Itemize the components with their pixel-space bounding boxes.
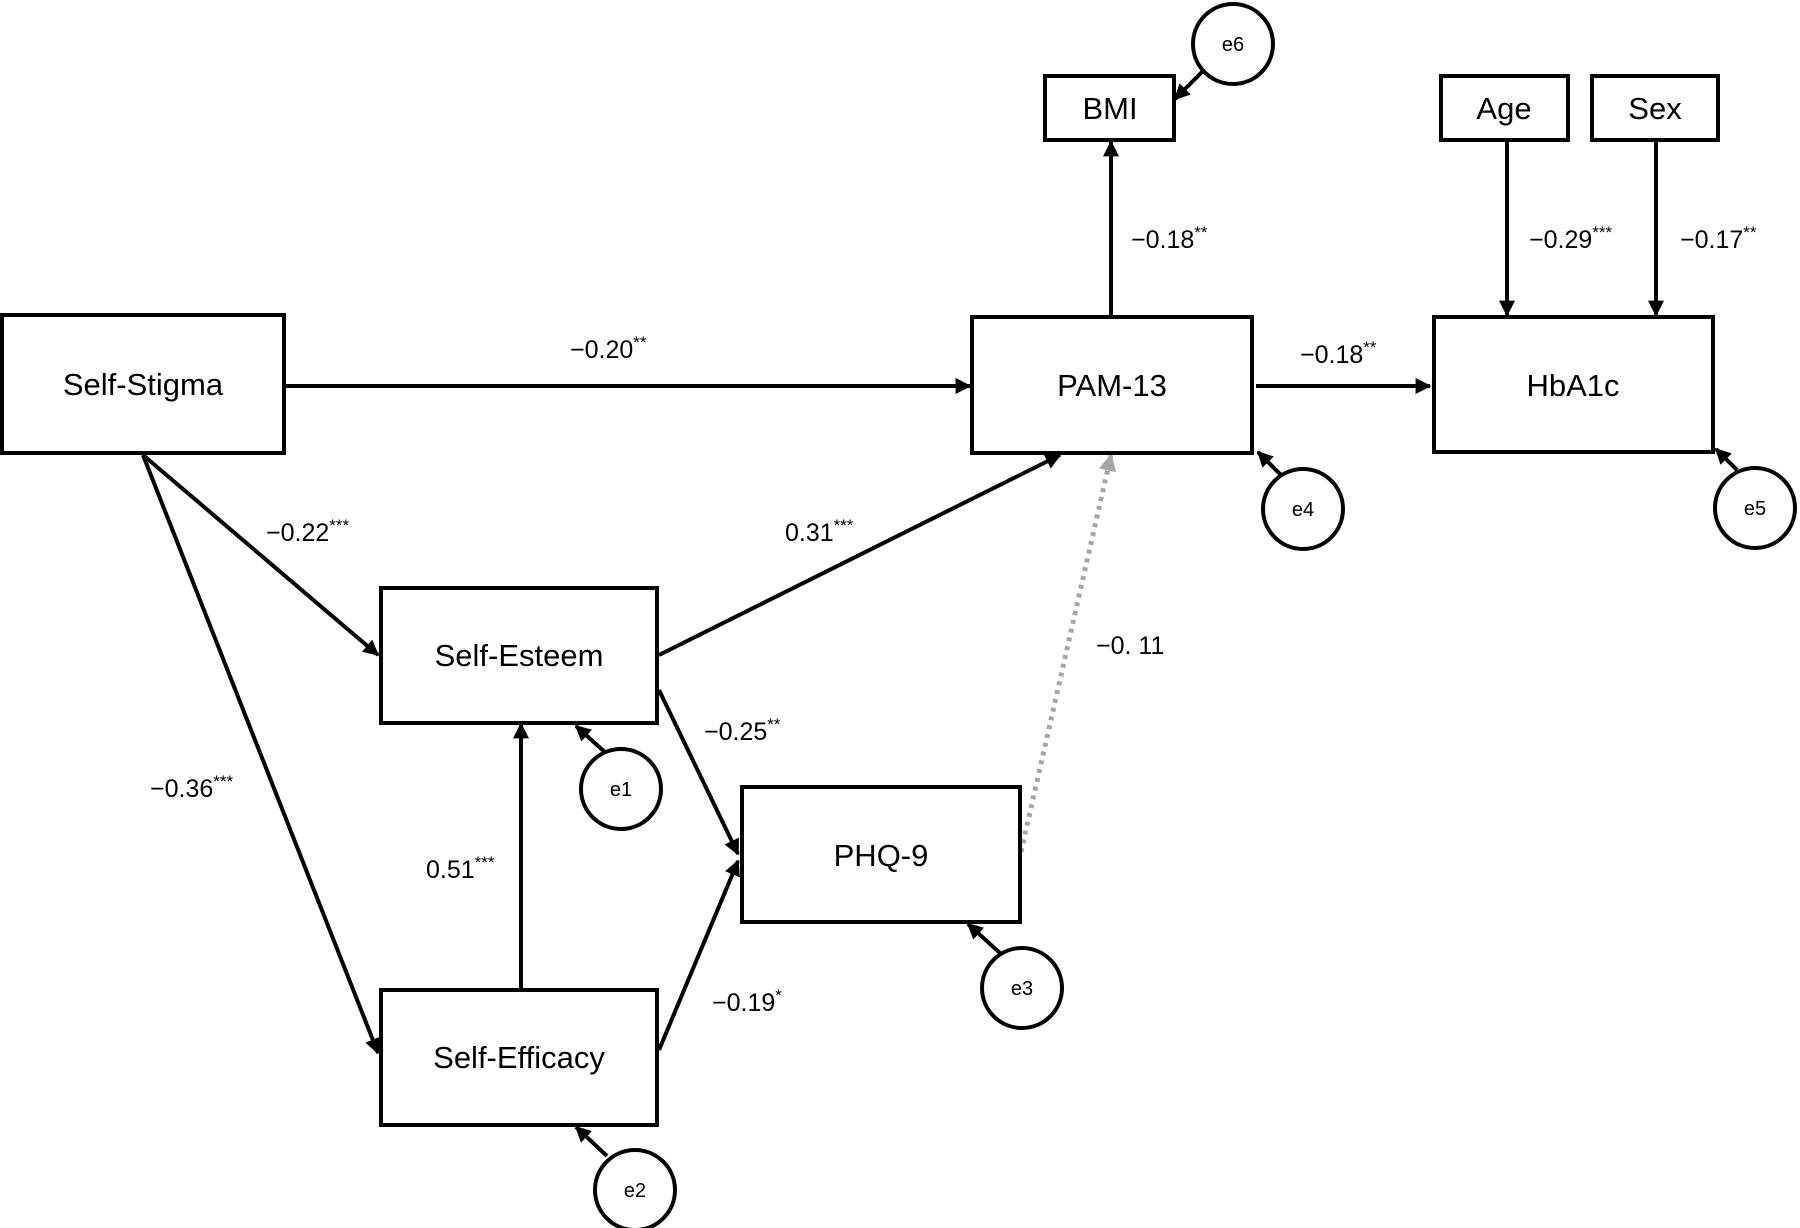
node-self-efficacy-label: Self-Efficacy: [433, 1040, 605, 1075]
coef-age-hba1c: −0.29***: [1529, 223, 1612, 254]
node-pam13: PAM-13: [970, 315, 1254, 455]
node-pam13-label: PAM-13: [1057, 368, 1167, 403]
edge-esteem-to-pam13: [658, 453, 1062, 657]
error-e4: e4: [1261, 467, 1345, 551]
node-sex-label: Sex: [1628, 91, 1682, 126]
error-e2-label: e2: [624, 1180, 646, 1202]
edge-esteem-to-phq9: [657, 689, 740, 856]
node-self-esteem: Self-Esteem: [379, 586, 659, 725]
node-age: Age: [1439, 74, 1570, 142]
coef-esteem-pam13: 0.31***: [785, 516, 854, 547]
coef-esteem-phq9: −0.25**: [704, 715, 781, 746]
coef-phq9-pam13: −0. 11: [1096, 632, 1164, 660]
error-e4-label: e4: [1292, 499, 1314, 521]
edge-efficacy-to-phq9: [657, 859, 740, 1051]
edge-stigma-to-efficacy: [141, 454, 381, 1055]
coef-stigma-efficacy: −0.36***: [150, 772, 233, 803]
error-e6-label: e6: [1222, 34, 1244, 56]
edge-e1-to-esteem: [574, 724, 609, 756]
error-e5: e5: [1713, 466, 1797, 550]
node-self-esteem-label: Self-Esteem: [435, 638, 604, 673]
coef-pam13-bmi: −0.18**: [1131, 223, 1208, 254]
coef-pam13-hba1c: −0.18**: [1300, 338, 1377, 369]
coef-efficacy-phq9: −0.19*: [712, 986, 782, 1017]
error-e3: e3: [980, 946, 1064, 1030]
coef-sex-hba1c: −0.17**: [1680, 223, 1757, 254]
edge-e2-to-efficacy: [574, 1125, 609, 1158]
error-e6: e6: [1191, 2, 1275, 86]
node-phq9: PHQ-9: [740, 785, 1022, 924]
node-phq9-label: PHQ-9: [834, 838, 929, 873]
error-e2: e2: [593, 1148, 677, 1228]
coef-stigma-pam13: −0.20**: [570, 333, 647, 364]
edge-stigma-to-esteem: [141, 453, 380, 657]
node-age-label: Age: [1476, 91, 1531, 126]
error-e3-label: e3: [1011, 978, 1033, 1000]
node-self-efficacy: Self-Efficacy: [379, 988, 659, 1127]
coef-stigma-esteem: −0.22***: [266, 516, 349, 547]
node-bmi: BMI: [1043, 74, 1176, 142]
error-e1: e1: [579, 747, 663, 831]
edge-e5-to-hba1c: [1714, 447, 1739, 472]
node-self-stigma: Self-Stigma: [0, 313, 286, 455]
node-hba1c-label: HbA1c: [1526, 368, 1619, 403]
node-sex: Sex: [1590, 74, 1720, 142]
coef-efficacy-esteem: 0.51***: [426, 853, 495, 884]
node-self-stigma-label: Self-Stigma: [63, 367, 224, 402]
node-hba1c: HbA1c: [1432, 315, 1715, 454]
node-bmi-label: BMI: [1082, 91, 1137, 126]
edge-e3-to-phq9: [966, 922, 1002, 955]
edge-e6-to-bmi: [1173, 69, 1205, 101]
error-e1-label: e1: [610, 779, 632, 801]
error-e5-label: e5: [1744, 498, 1766, 520]
